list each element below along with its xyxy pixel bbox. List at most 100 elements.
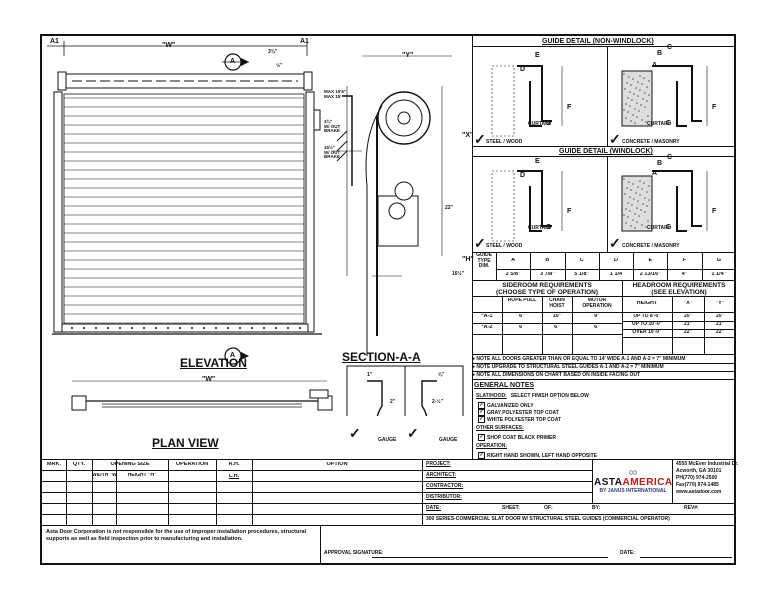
concrete-speckle [636,102,638,104]
concrete-speckle [636,207,638,209]
concrete-speckle [635,87,637,89]
concrete-speckle [641,83,643,85]
concrete-speckle [627,97,629,99]
nonwind-title: GUIDE DETAIL (NON-WINDLOCK) [542,38,654,45]
slat-hood-label: SLAT/HOOD: [476,393,507,399]
divider [622,321,736,322]
divider [472,312,736,313]
note-item: ● NOTE UPGRADE TO STRUCTURAL STEEL GUIDE… [472,364,664,370]
divider [496,252,497,280]
concrete-speckle [647,220,649,222]
concrete-check: ✓ [609,235,621,251]
headroom-value: 21" [684,322,692,327]
height-header: HEIGHT "H" [127,473,157,478]
concrete-speckle [642,98,644,100]
concrete-speckle [644,106,646,108]
headroom-value: 20" [716,314,724,319]
concrete-speckle [633,93,635,95]
divider [472,363,736,364]
divider [472,323,622,324]
concrete-speckle [645,121,647,123]
divider [704,296,705,354]
divider [472,252,736,253]
divider [640,557,732,558]
bar-dot [239,327,241,329]
address-line: www.astadoor.com [676,489,722,495]
address-line: Acworth, GA 30101 [676,468,722,474]
concrete-speckle [623,73,625,75]
concrete-speckle [632,114,634,116]
address-line: 4555 McEver Industrial Dr. [676,461,739,467]
concrete-speckle [627,216,629,218]
sideroom-row-label: *A-1 [481,314,493,319]
lh-label: L.H. [228,474,240,479]
sideroom-value: 6" [594,325,600,330]
project-label: PROJECT: [426,461,451,467]
callout-a-top: A [230,58,236,65]
sheet-label: SHEET: [502,505,520,511]
headroom-value: 21" [716,322,724,327]
sideroom-header: ROPE PULL [507,298,537,303]
concrete-speckle [639,75,641,77]
concrete-speckle [644,92,646,94]
dim-e-label: E [535,158,540,165]
dim-b-label: B [657,160,663,167]
concrete-speckle [632,78,634,80]
bar-dot [299,327,301,329]
concrete-speckle [646,205,648,207]
general-notes-title: GENERAL NOTES [474,382,535,389]
concrete-speckle [630,189,632,191]
divider [672,459,673,503]
divider [422,481,592,482]
divider [422,514,736,515]
concrete-speckle [623,109,625,111]
concrete-speckle [633,198,635,200]
dim-c-label: C [667,154,673,161]
concrete-speckle [638,215,640,217]
dim-g-label: G [666,120,672,127]
concrete-speckle [629,196,631,198]
headroom-value: 22" [716,330,724,335]
checkbox: ✓ [478,452,485,459]
headroom-value: OVER 10'-0" [632,330,662,335]
dim-g-label: G [666,224,672,231]
bar-dot [71,327,73,329]
concrete-speckle [647,115,649,117]
operation-option-label: RIGHT HAND SHOWN, LEFT HAND OPPOSITE [487,452,597,459]
concrete-speckle [629,91,631,93]
divider [564,252,566,280]
checkbox: ✓ [478,402,485,409]
guide-header: G [716,258,721,263]
section-dim: 2-½" [432,399,443,405]
steel-wood-label: STEEL / WOOD [486,243,523,249]
architect-label: ARCHITECT: [426,472,456,478]
bar-dot [191,327,193,329]
concrete-speckle [634,108,636,110]
dim-e-label: E [535,52,540,59]
guide-header: C [579,258,584,263]
divider [607,156,608,252]
logo-mark-icon: ∞ [628,465,638,479]
concrete-label: CONCRETE / MASONRY [622,243,680,249]
sideroom-value: 6" [554,325,560,330]
divider [472,156,736,157]
dim-d-label: D [520,66,526,73]
headroom-header: HEIGHT [636,301,658,306]
concrete-speckle [632,219,634,221]
divider [372,557,608,558]
other-option-label: SHOP COAT BLACK PRIMER [487,434,556,441]
approval-signature: APPROVAL SIGNATURE: [324,550,384,556]
divider [42,525,736,526]
address-line: Fax(770) 974-1485 [676,482,719,488]
concrete-speckle [637,186,639,188]
sideroom-title: SIDEROOM REQUIREMENTS (CHOOSE TYPE OF OP… [495,282,599,296]
bar-dot [275,327,277,329]
concrete-speckle [648,199,650,201]
dim-12-label: ½" [276,63,283,69]
concrete-speckle [646,100,648,102]
slat-hood-row: SLAT/HOOD:SELECT FINISH OPTION BELOW [476,394,589,399]
concrete-speckle [625,103,627,105]
logo-sub: BY JANUS INTERNATIONAL [599,488,667,494]
logo-america: AMERICA [622,477,673,488]
